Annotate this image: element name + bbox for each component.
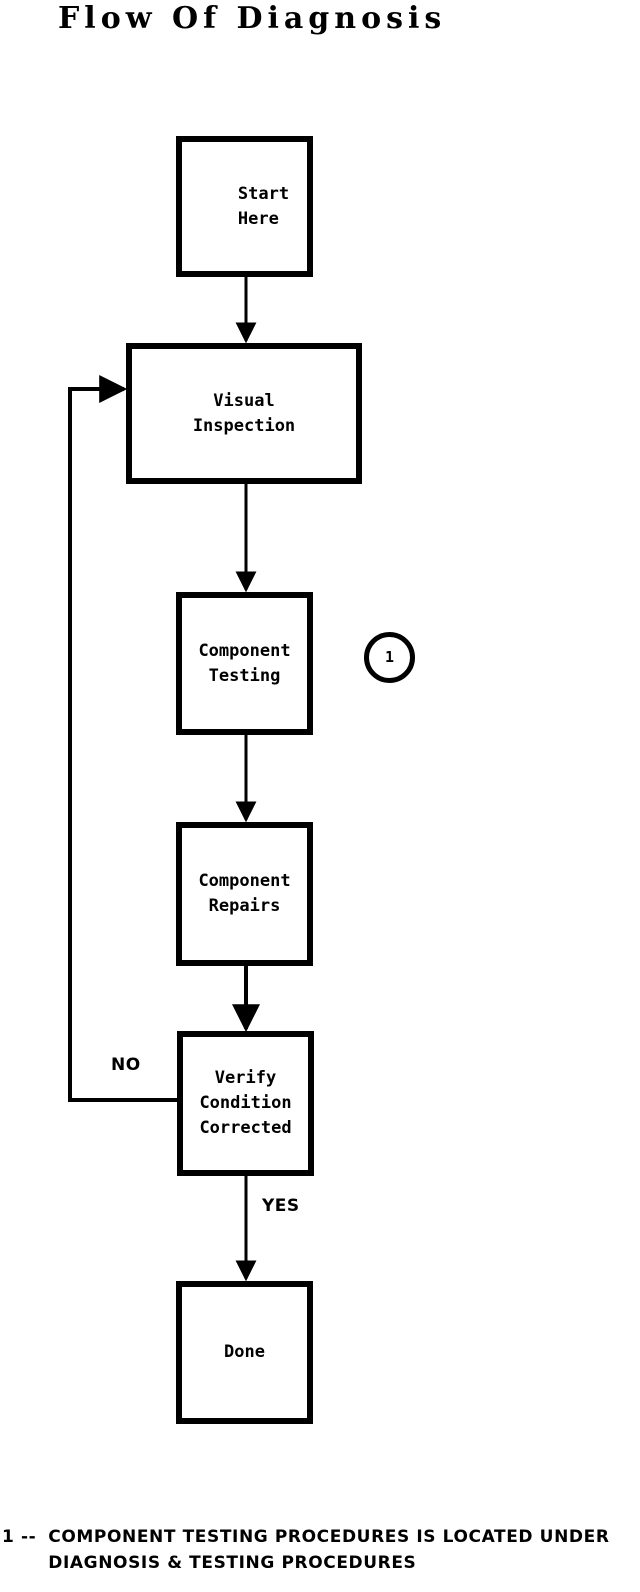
footnote: 1 -- COMPONENT TESTING PROCEDURES IS LOCA… xyxy=(2,1524,638,1576)
edge-label-yes: YES xyxy=(262,1196,300,1216)
node-visual-inspection-label: Visual Inspection xyxy=(192,390,296,436)
edge-verify-to-visual-no xyxy=(68,375,177,1102)
node-component-repairs[interactable]: Component Repairs xyxy=(176,822,313,966)
reference-marker-1-circle[interactable]: 1 xyxy=(364,632,415,683)
node-visual-inspection[interactable]: Visual Inspection xyxy=(126,343,362,484)
footnote-marker: 1 -- xyxy=(2,1527,37,1547)
edge-label-no: NO xyxy=(111,1055,141,1075)
node-component-testing-label: Component Testing xyxy=(198,640,291,686)
node-verify-condition-corrected-label: Verify Condition Corrected xyxy=(199,1068,292,1138)
footnote-line-2: DIAGNOSIS & TESTING PROCEDURES xyxy=(48,1553,417,1573)
footnote-body: COMPONENT TESTING PROCEDURES IS LOCATED … xyxy=(48,1524,609,1576)
node-start-here[interactable]: Start Here xyxy=(176,136,313,277)
node-component-repairs-label: Component Repairs xyxy=(198,871,291,916)
node-done-label: Done xyxy=(224,1342,265,1362)
node-component-testing[interactable]: Component Testing xyxy=(176,592,313,735)
footnote-line-1: COMPONENT TESTING PROCEDURES IS LOCATED … xyxy=(48,1527,610,1547)
node-done[interactable]: Done xyxy=(176,1281,313,1424)
node-start-here-label: Start Here xyxy=(237,183,290,229)
page-title: Flow Of Diagnosis xyxy=(58,1,447,36)
reference-marker-1-label: 1 xyxy=(384,648,395,666)
node-verify-condition-corrected[interactable]: Verify Condition Corrected xyxy=(177,1031,314,1176)
